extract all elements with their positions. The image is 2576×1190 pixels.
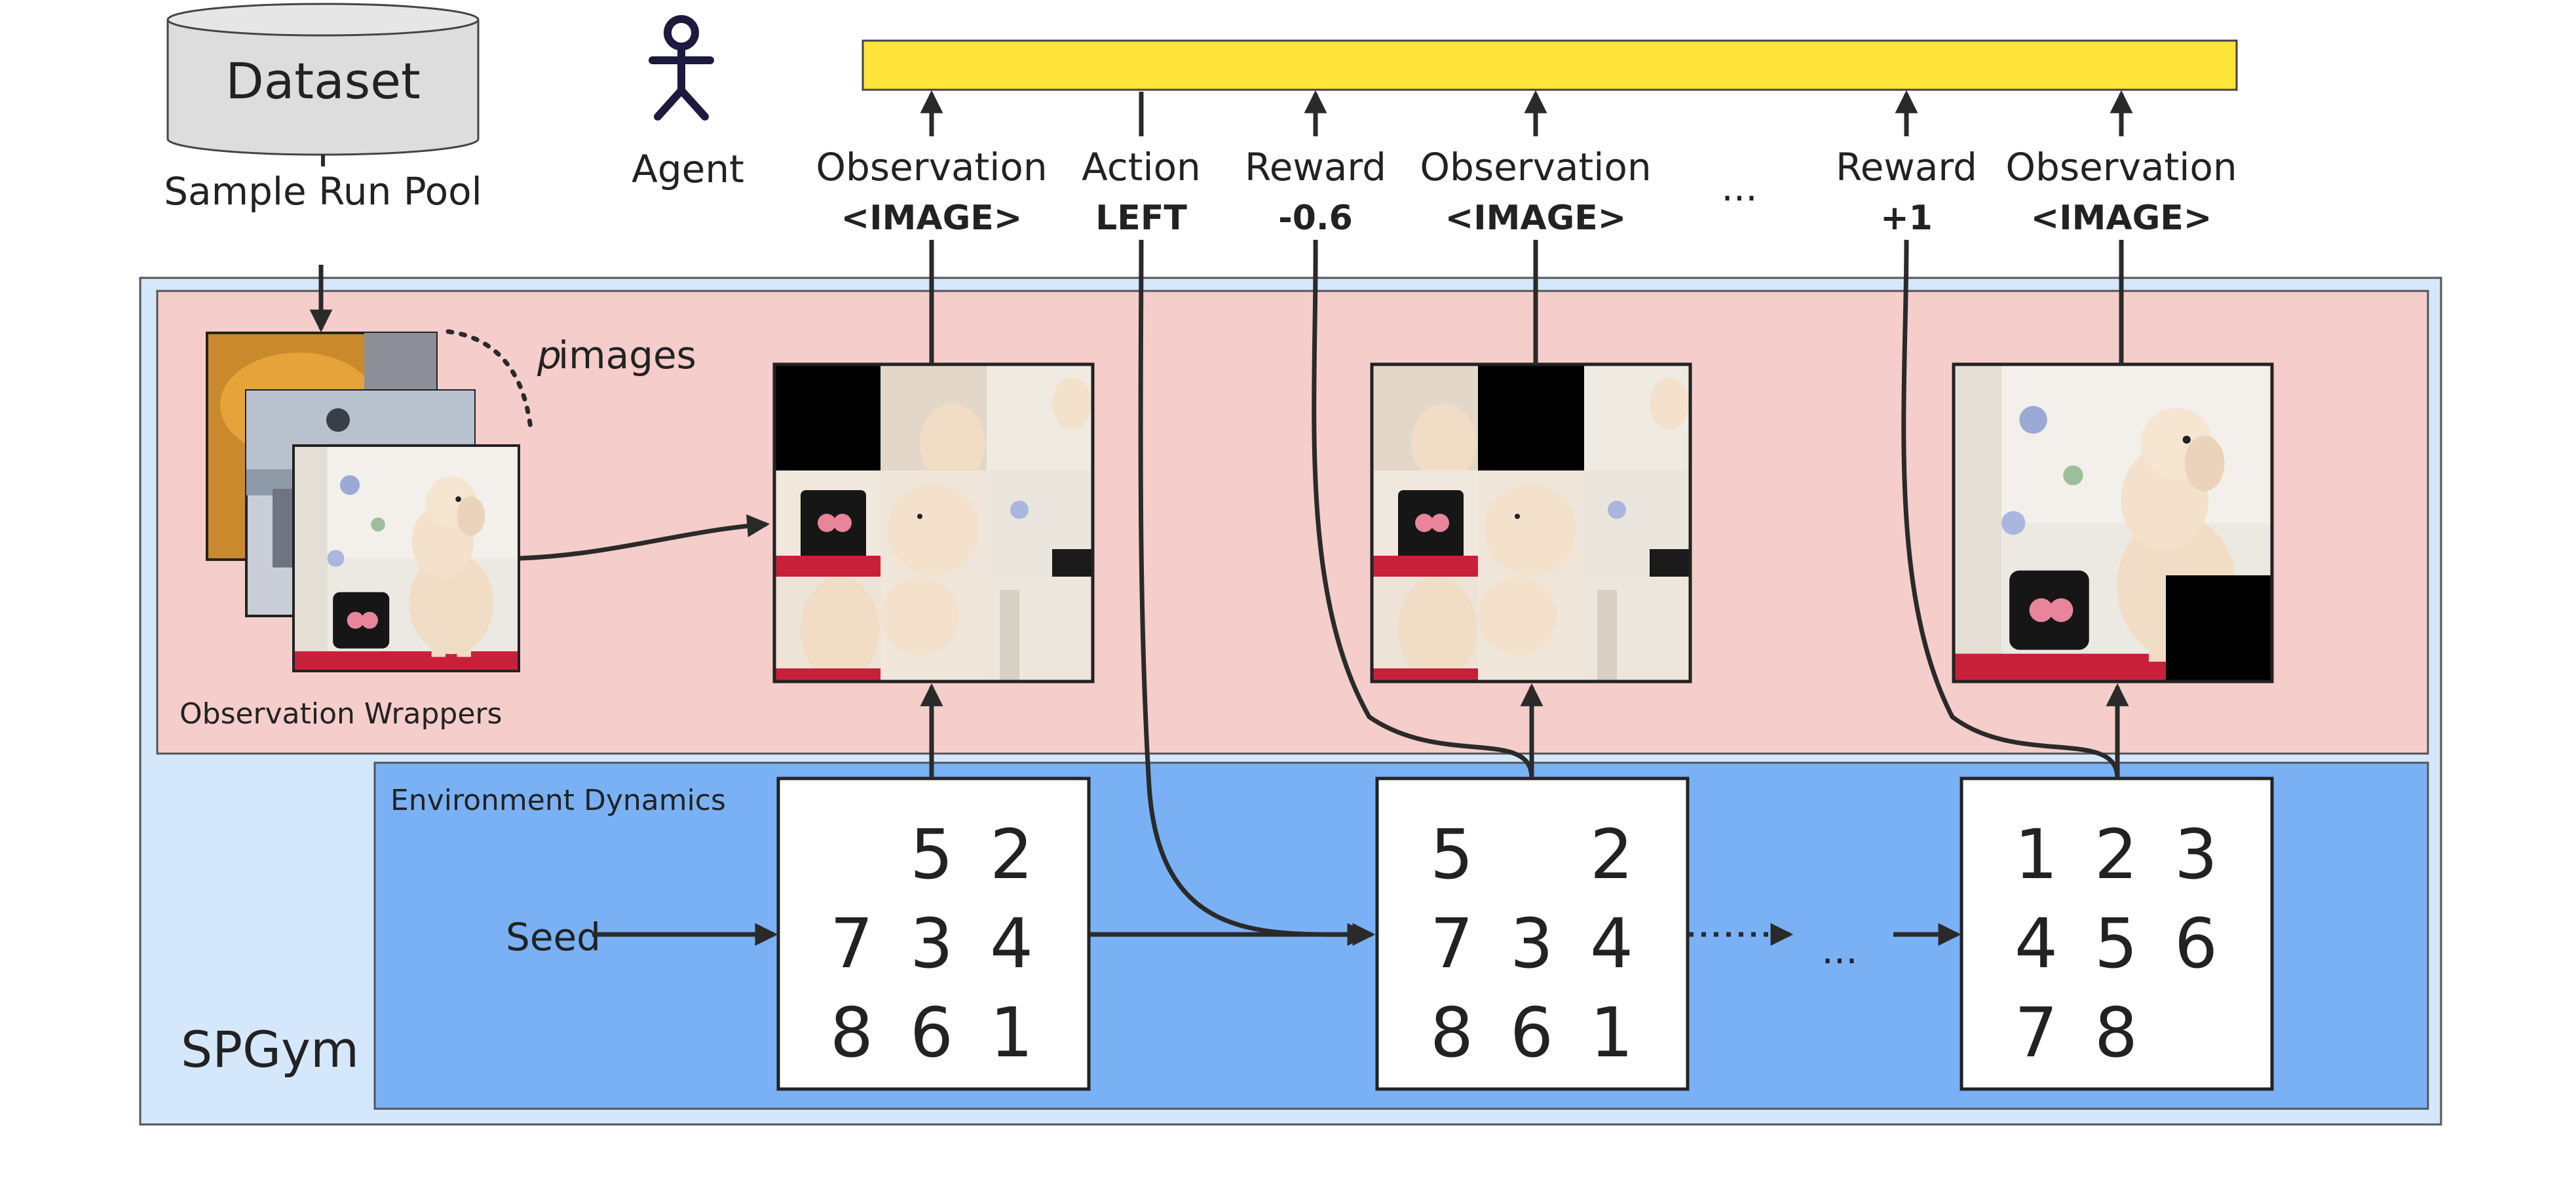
trajectory-value: LEFT: [1095, 199, 1187, 238]
puzzle-cell: 2: [1590, 815, 1633, 894]
observation-image-3: [1952, 362, 2274, 683]
puzzle-cell: 7: [830, 904, 873, 984]
puzzle-cell: 5: [2094, 904, 2138, 984]
agent-icon: [649, 15, 714, 121]
trajectory-label: Reward: [1245, 145, 1386, 189]
puzzle-cell: 7: [1430, 904, 1473, 984]
puzzle-cell: 5: [910, 815, 953, 894]
puzzle-cell: 3: [1510, 904, 1553, 984]
puzzle-cell: 5: [1430, 815, 1473, 894]
observation-image-1: [772, 362, 1095, 683]
puzzle-cell: 1: [990, 993, 1033, 1073]
puzzle-cell: 3: [910, 904, 953, 984]
puzzle-2-cells: 5 2 7 3 4 8 6 1: [1430, 815, 1633, 1073]
puzzle-cell: 4: [2015, 904, 2058, 984]
dataset-title: Dataset: [225, 52, 421, 110]
puzzle-cell: 3: [2174, 815, 2218, 894]
trajectory-value: <IMAGE>: [841, 199, 1023, 238]
trajectory-value: -0.6: [1278, 199, 1353, 238]
puzzle-cell: 1: [1590, 993, 1633, 1073]
agent-label: Agent: [632, 147, 744, 191]
puzzle-3-cells: 1 2 3 4 5 6 7 8: [2015, 815, 2218, 1073]
images-count-label: images: [558, 333, 696, 377]
sample-images-stack: [206, 332, 520, 672]
puzzle-cell: 8: [1430, 993, 1473, 1073]
sample-run-pool-label: Sample Run Pool: [164, 169, 482, 214]
dynamics-ellipsis: ...: [1821, 928, 1857, 972]
spgym-label: SPGym: [181, 1020, 359, 1079]
puzzle-cell: 7: [2015, 993, 2058, 1073]
seed-label: Seed: [506, 915, 601, 959]
trajectory-ellipsis: ...: [1721, 165, 1757, 210]
puzzle-cell: 8: [830, 993, 873, 1073]
trajectory-labels: Observation <IMAGE> Action LEFT Reward -…: [816, 145, 2237, 238]
trajectory-bar: [862, 39, 2238, 91]
puzzle-cell: 6: [1510, 993, 1553, 1073]
puzzle-1-cells: 5 2 7 3 4 8 6 1: [830, 815, 1033, 1073]
trajectory-label: Action: [1082, 145, 1201, 189]
trajectory-label: Observation: [816, 145, 1047, 189]
trajectory-value: <IMAGE>: [2031, 199, 2212, 238]
puzzle-cell: 8: [2094, 993, 2138, 1073]
trajectory-label: Observation: [2005, 145, 2237, 189]
images-count-var: p: [537, 333, 561, 377]
puzzle-cell: 6: [910, 993, 953, 1073]
puzzle-cell: 2: [2094, 815, 2138, 894]
environment-dynamics-label: Environment Dynamics: [390, 784, 726, 817]
observation-wrappers-label: Observation Wrappers: [180, 697, 502, 731]
dataset-cylinder: [166, 3, 480, 156]
puzzle-grid-2: [1375, 777, 1690, 1091]
trajectory-value: +1: [1880, 199, 1933, 238]
puzzle-cell: 4: [990, 904, 1033, 984]
puzzle-cell: 1: [2015, 815, 2058, 894]
trajectory-label: Reward: [1836, 145, 1977, 189]
puzzle-cell: 2: [990, 815, 1033, 894]
trajectory-label: Observation: [1420, 145, 1651, 189]
puzzle-cell: 4: [1590, 904, 1633, 984]
observation-image-2: [1370, 362, 1692, 683]
trajectory-value: <IMAGE>: [1445, 199, 1627, 238]
puzzle-grid-1: [776, 777, 1091, 1091]
puzzle-cell: 6: [2174, 904, 2218, 984]
